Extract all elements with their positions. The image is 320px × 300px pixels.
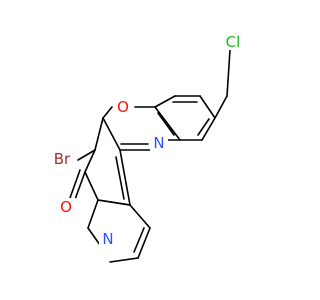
bond — [97, 199, 131, 206]
bond — [102, 117, 121, 151]
bromine-atom-label: Br — [54, 150, 71, 168]
pyridine-nitrogen-label: N — [102, 230, 113, 248]
oxygen-atom-label: O — [117, 98, 129, 116]
bond — [94, 117, 104, 151]
bond — [199, 95, 216, 119]
bond — [109, 257, 139, 263]
bond — [154, 106, 181, 141]
bond — [226, 49, 231, 97]
bond — [154, 95, 176, 108]
bond — [84, 171, 99, 201]
bond — [69, 169, 81, 199]
bond-lines — [69, 49, 231, 263]
bond — [115, 156, 125, 200]
bond — [157, 112, 175, 136]
bond — [119, 149, 131, 206]
bond — [197, 118, 210, 136]
atom-labels: Cl O Br N O N — [50, 32, 243, 248]
bond — [133, 227, 145, 253]
bond — [87, 199, 99, 229]
ring-nitrogen-label: N — [153, 134, 164, 152]
bond — [129, 204, 151, 229]
molecule-structure: Cl O Br N O N — [50, 32, 243, 263]
carbonyl-oxygen-label: O — [60, 198, 72, 216]
bond — [201, 117, 216, 141]
bond — [102, 106, 113, 119]
chlorine-atom-label: Cl — [226, 33, 241, 51]
bond — [214, 95, 228, 119]
bond — [87, 227, 101, 246]
bond — [137, 227, 151, 259]
bond — [77, 149, 96, 161]
bond — [84, 149, 96, 173]
